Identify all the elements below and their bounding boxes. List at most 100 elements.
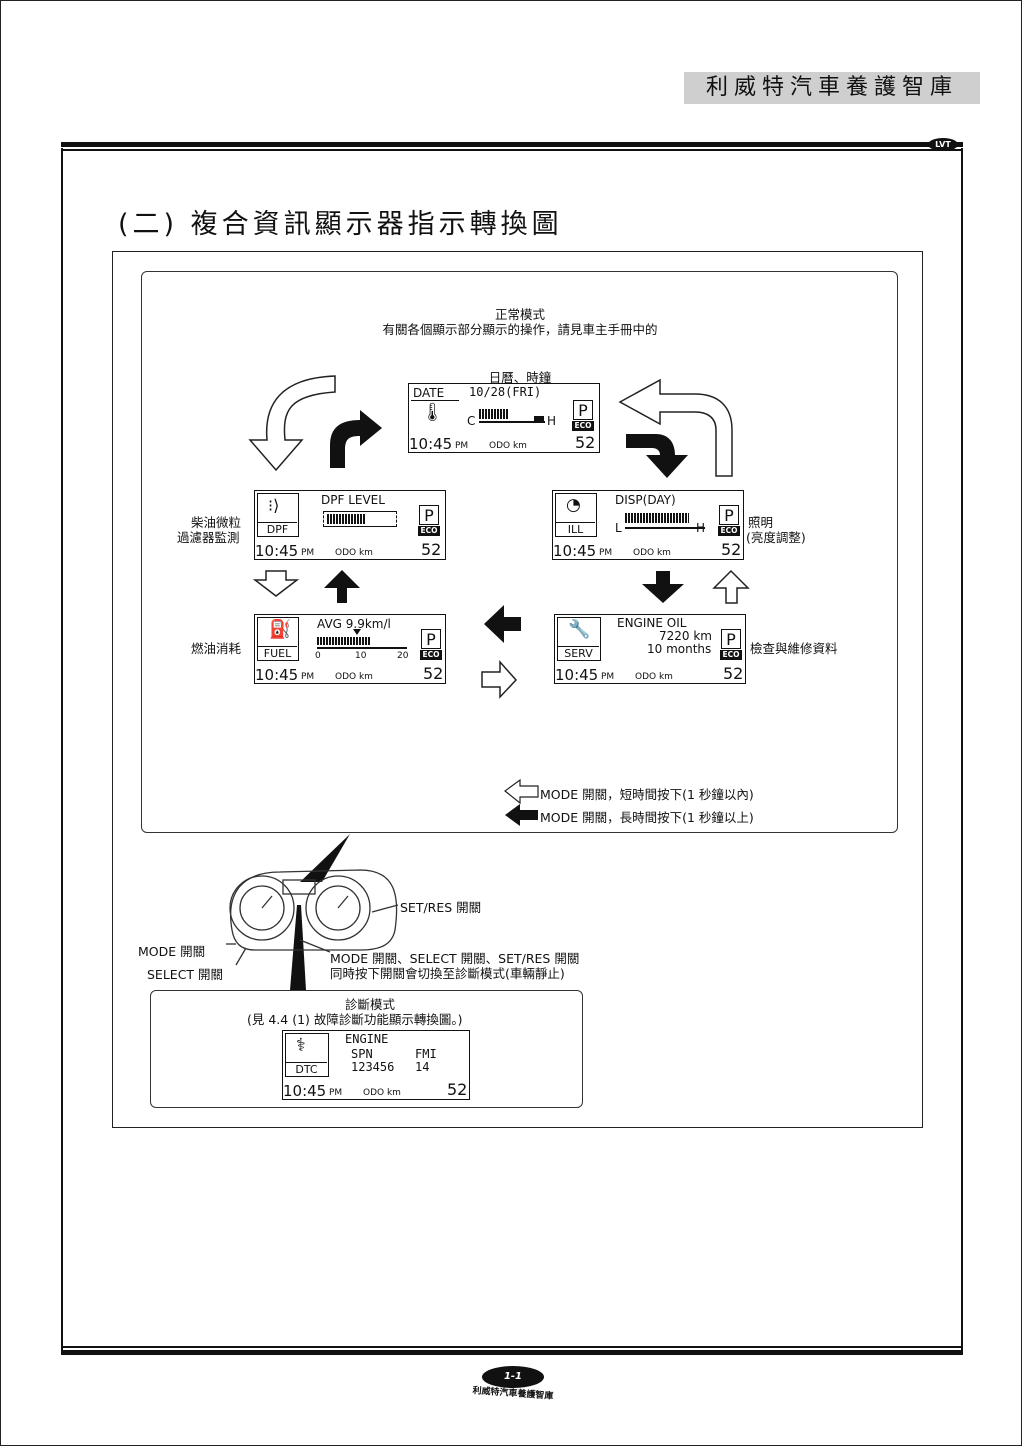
clock-pm: PM (455, 441, 469, 451)
header-title: 利威特汽車養護智庫 (705, 75, 958, 100)
eco-indicator: ECO (718, 526, 740, 536)
legend-outline-arrow-icon (504, 778, 539, 805)
normal-mode-note: 有關各個顯示部分顯示的操作，請見車主手冊中的 (382, 322, 658, 337)
date-label-underline (411, 400, 459, 401)
fuel-icon-label: FUEL (258, 646, 297, 660)
odometer-value: 52 (447, 1080, 468, 1099)
dtc-icon-box: ⚕ DTC (285, 1033, 329, 1077)
dpf-gauge-fill (327, 514, 365, 524)
curved-solid-arrow-icon (330, 410, 382, 468)
diagnostic-ref: (見 4.4 (1) 故障診斷功能顯示轉換圖。) (247, 1012, 463, 1027)
ill-side-label-1: 照明 (748, 515, 774, 530)
mode-switch-label: MODE 開關 (138, 944, 206, 959)
dpf-side-label-2: 過濾器監測 (177, 530, 240, 545)
top-rule-thick (61, 142, 963, 147)
serv-line-1: ENGINE OIL (617, 616, 687, 630)
serv-screen: 🔧 SERV ENGINE OIL 7220 km 10 months P EC… (554, 614, 746, 684)
bottom-rule-thick (61, 1350, 963, 1355)
eco-indicator: ECO (572, 421, 594, 431)
figure-frame (112, 251, 923, 1128)
serv-side-label: 檢查與維修資料 (750, 641, 838, 656)
legend-long-press: MODE 開關，長時間按下(1 秒鐘以上) (540, 810, 754, 825)
park-indicator: P (421, 629, 441, 649)
solid-down-arrow-icon (642, 571, 684, 603)
odometer-value: 52 (575, 433, 596, 452)
ill-screen: ◔ ILL DISP(DAY) L H P ECO 10:45 PM ODO k… (552, 490, 744, 560)
dpf-filter-icon: ⁝⟩ (268, 496, 280, 515)
odometer-label: ODO km (335, 548, 373, 558)
odometer-label: ODO km (363, 1088, 401, 1098)
clock-pm: PM (601, 672, 615, 682)
legend-solid-arrow-icon (505, 804, 538, 826)
odometer-label: ODO km (635, 672, 673, 682)
callout-beam (300, 834, 350, 882)
clock-pm: PM (301, 548, 315, 558)
callout-beam (290, 905, 306, 990)
content-frame (61, 148, 963, 1354)
eco-indicator: ECO (420, 650, 442, 660)
diagnostic-panel (150, 990, 583, 1108)
outline-right-arrow-icon (481, 660, 518, 699)
coolant-temp-icon: 🌡 (421, 402, 444, 423)
curved-outline-arrow-icon (618, 378, 733, 477)
select-switch-label: SELECT 開關 (147, 967, 224, 982)
dtc-engine: ENGINE (345, 1032, 389, 1046)
serv-line-3: 10 months (647, 642, 712, 656)
dtc-screen: ⚕ DTC ENGINE SPN FMI 123456 14 10:45 PM … (282, 1030, 470, 1100)
temp-marker (534, 416, 544, 421)
instrument-cluster (226, 869, 399, 966)
ill-l-label: L (615, 521, 622, 535)
eco-indicator: ECO (418, 526, 440, 536)
ill-title: DISP(DAY) (615, 493, 676, 507)
dpf-screen: ⁝⟩ DPF DPF LEVEL P ECO 10:45 PM ODO km 5… (254, 490, 446, 560)
set-res-label: SET/RES 開關 (400, 900, 482, 915)
outline-up-arrow-icon (712, 569, 750, 604)
fuel-avg: AVG 9.9km/l (317, 617, 391, 631)
curved-outline-arrow-icon (248, 375, 336, 472)
date-screen-caption: 日曆、時鐘 (488, 370, 552, 385)
fuel-icon-box: ⛽ FUEL (257, 617, 299, 661)
page-number-badge: 1-1 (482, 1366, 544, 1388)
serv-icon-label: SERV (558, 646, 599, 660)
stethoscope-icon: ⚕ (296, 1035, 306, 1056)
odometer-value: 52 (421, 540, 442, 559)
fuel-pump-icon: ⛽ (269, 619, 292, 640)
odometer-label: ODO km (335, 672, 373, 682)
fuel-scale-line (317, 647, 407, 649)
date-label: DATE (413, 386, 445, 400)
temp-scale-line (479, 421, 545, 423)
ill-icon-box: ◔ ILL (555, 493, 597, 537)
clock-time: 10:45 (283, 1082, 327, 1100)
dtc-fmi-label: FMI (415, 1047, 437, 1061)
dtc-icon-label: DTC (286, 1062, 327, 1076)
clock-pm: PM (301, 672, 315, 682)
clock-pm: PM (329, 1088, 343, 1098)
eco-indicator: ECO (720, 650, 742, 660)
park-indicator: P (721, 629, 741, 649)
temp-bar (479, 409, 509, 419)
fuel-side-label: 燃油消耗 (191, 641, 242, 656)
ill-scale-line (625, 527, 705, 529)
normal-mode-title: 正常模式 (494, 307, 545, 322)
section-heading: (二) 複合資訊顯示器指示轉換圖 (118, 209, 563, 240)
solid-left-arrow-icon (484, 605, 521, 643)
temp-c-label: C (467, 414, 476, 428)
temp-h-label: H (547, 414, 557, 428)
solid-up-arrow-icon (324, 570, 360, 603)
brand-logo: LVT (928, 138, 958, 151)
dtc-fmi-value: 14 (415, 1060, 430, 1074)
dpf-icon-label: DPF (258, 522, 297, 536)
odometer-label: ODO km (633, 548, 671, 558)
date-screen: DATE 10/28(FRI) 🌡 C H P ECO 10:45 PM ODO… (408, 383, 600, 453)
date-value: 10/28(FRI) (469, 385, 542, 399)
park-indicator: P (573, 400, 593, 420)
clock-time: 10:45 (553, 542, 597, 560)
curved-solid-arrow-icon (626, 434, 688, 478)
ill-icon-label: ILL (556, 522, 595, 536)
outline-down-arrow-icon (252, 570, 300, 597)
bottom-rule-thin (61, 1346, 963, 1348)
odometer-label: ODO km (489, 441, 527, 451)
dpf-side-label-1: 柴油微粒 (191, 515, 242, 530)
fuel-tick-20: 20 (397, 651, 409, 661)
